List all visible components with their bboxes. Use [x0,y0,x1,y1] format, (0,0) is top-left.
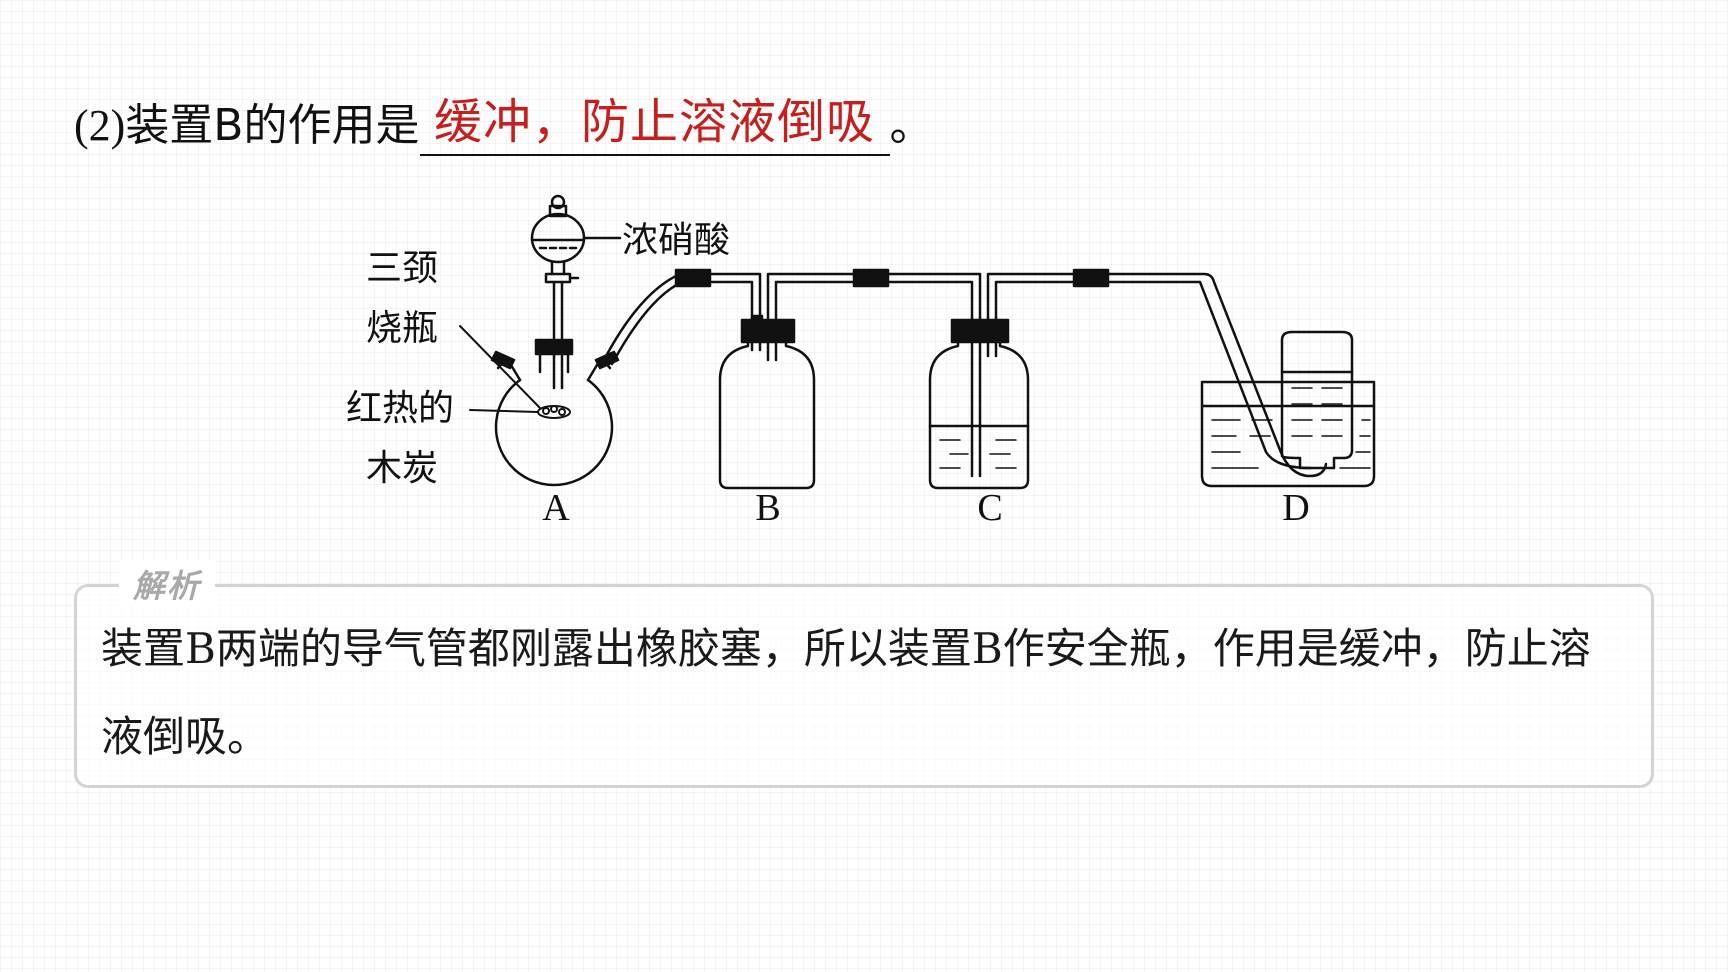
question-line: (2)装置B的作用是缓冲，防止溶液倒吸。 [74,94,934,156]
separatory-funnel [530,194,622,390]
analysis-text: 装置B两端的导气管都刚露出橡胶塞，所以装置B作安全瓶，作用是缓冲，防止溶液倒吸。 [101,624,1591,761]
analysis-tag: 解析 [119,561,216,607]
answer-text: 缓冲，防止溶液倒吸 [433,94,875,150]
bottle-b [718,268,982,490]
apparatus-diagram: 三颈 烧瓶 红热的 木炭 浓硝酸 A B C D [346,194,1376,529]
trough-d [1200,330,1376,488]
label-charcoal-line2: 木炭 [366,448,438,489]
charcoal [459,325,571,419]
label-flask-line1: 三颈 [366,248,438,289]
label-apparatus-d: D [1282,487,1309,529]
label-flask-line2: 烧瓶 [366,308,438,349]
label-apparatus-a: A [542,487,570,529]
label-apparatus-b: B [755,487,780,529]
question-stem: 装置B的作用是 [125,100,420,151]
tube-a-to-b [602,268,764,366]
label-acid: 浓硝酸 [622,220,730,261]
bottle-c [928,268,1328,490]
question-number: (2) [74,101,126,150]
label-charcoal-line1: 红热的 [346,388,454,429]
analysis-box: 解析 装置B两端的导气管都刚露出橡胶塞，所以装置B作安全瓶，作用是缓冲，防止溶液… [74,561,1654,788]
end-punctuation: 。 [889,100,934,151]
answer-blank: 缓冲，防止溶液倒吸 [419,94,890,156]
label-apparatus-c: C [977,487,1002,529]
